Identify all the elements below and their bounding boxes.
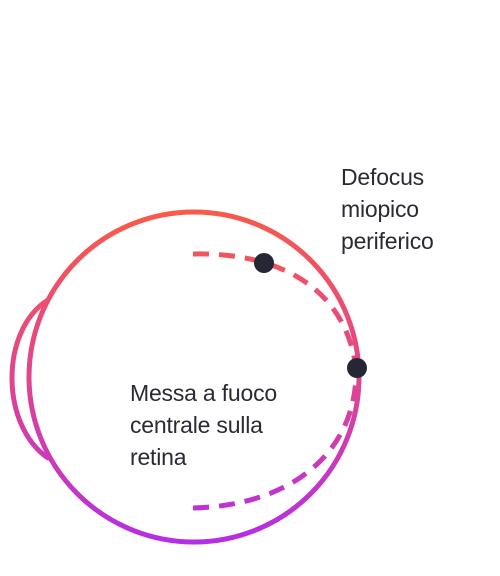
cornea-arc [9,297,51,461]
central-focus-label: Messa a fuoco centrale sulla retina [130,377,277,473]
central-label-line-2: centrale sulla [130,412,263,438]
peripheral-defocus-label: Defocus miopico periferico [341,161,434,257]
central-label-line-3: retina [130,444,187,470]
peripheral-focus-ray [192,251,359,369]
central-focal-point [347,358,367,378]
peripheral-label-line-2: miopico [341,196,419,222]
peripheral-label-line-3: periferico [341,228,434,254]
central-label-line-1: Messa a fuoco [130,380,277,406]
peripheral-focal-point [254,253,274,273]
peripheral-label-line-1: Defocus [341,164,424,190]
central-focus-ray [192,367,359,511]
